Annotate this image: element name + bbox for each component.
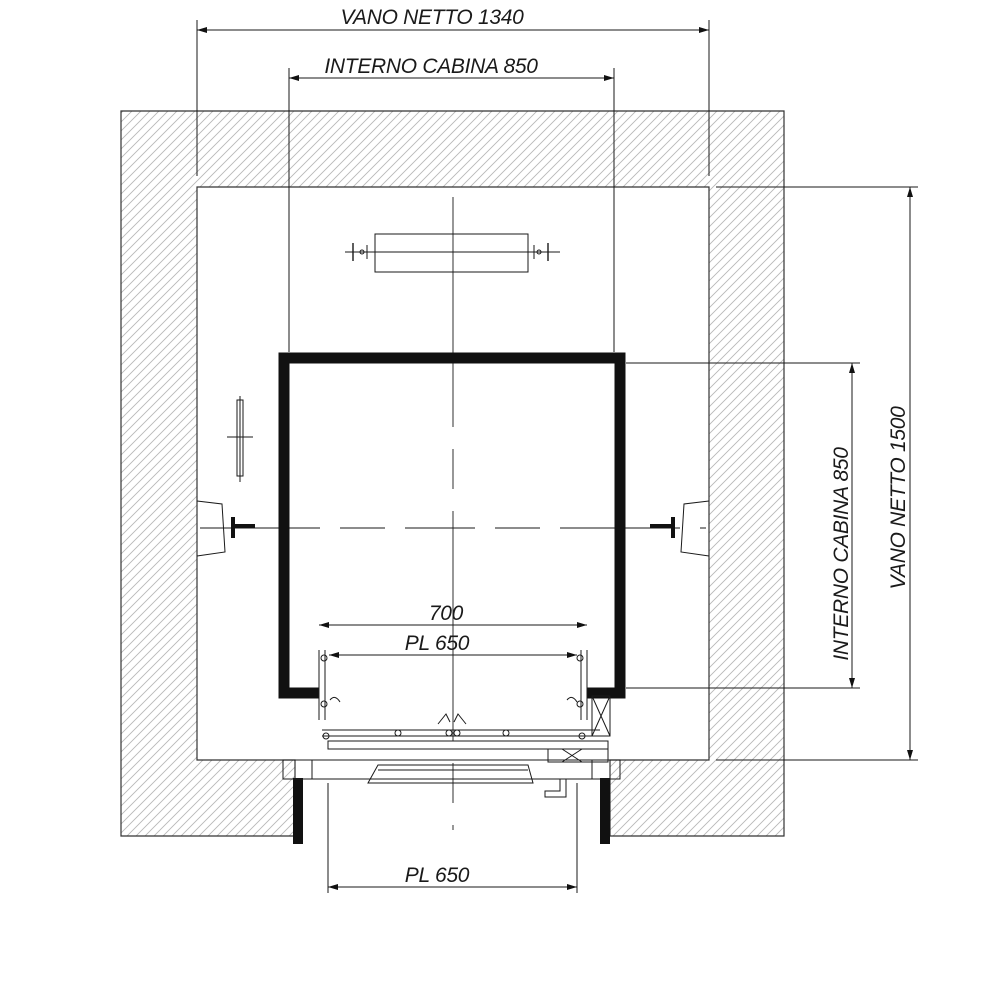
counterweight — [345, 233, 560, 273]
counterweight-frame — [374, 233, 529, 273]
left-jamb — [293, 778, 303, 844]
wall-hatch — [121, 111, 784, 836]
shaft-walls — [120, 110, 785, 837]
cabin-sill — [327, 740, 609, 763]
shaft-depth-label: VANO NETTO 1500 — [887, 406, 910, 590]
dim-door-clear-cabin: PL 650 — [329, 632, 577, 658]
dim-door-frame: 700 — [319, 602, 587, 628]
cabin-walls — [278, 352, 626, 699]
cabin-door-assembly — [318, 650, 611, 740]
right-jamb — [600, 778, 610, 844]
landing-threshold — [282, 759, 621, 798]
dim-cabin-depth: INTERNO CABINA 850 — [626, 362, 860, 689]
door-clear-cabin-label: PL 650 — [405, 632, 470, 655]
left-guide-rail — [196, 500, 255, 557]
dim-door-clear-landing: PL 650 — [327, 783, 578, 893]
dim-shaft-depth: VANO NETTO 1500 — [716, 186, 918, 761]
cabin-depth-label: INTERNO CABINA 850 — [830, 447, 853, 661]
shaft-width-label: VANO NETTO 1340 — [340, 6, 524, 29]
cabin-width-label: INTERNO CABINA 850 — [324, 55, 538, 78]
wall-outline — [120, 110, 785, 837]
side-guide-small — [227, 396, 253, 482]
right-guide-rail — [650, 500, 710, 557]
landing-jambs — [293, 778, 610, 844]
door-clear-landing-label: PL 650 — [405, 864, 470, 887]
dim-shaft-width: VANO NETTO 1340 — [196, 6, 710, 176]
door-frame-label: 700 — [429, 602, 464, 625]
center-axes — [200, 197, 706, 830]
dim-cabin-width: INTERNO CABINA 850 — [288, 55, 615, 352]
